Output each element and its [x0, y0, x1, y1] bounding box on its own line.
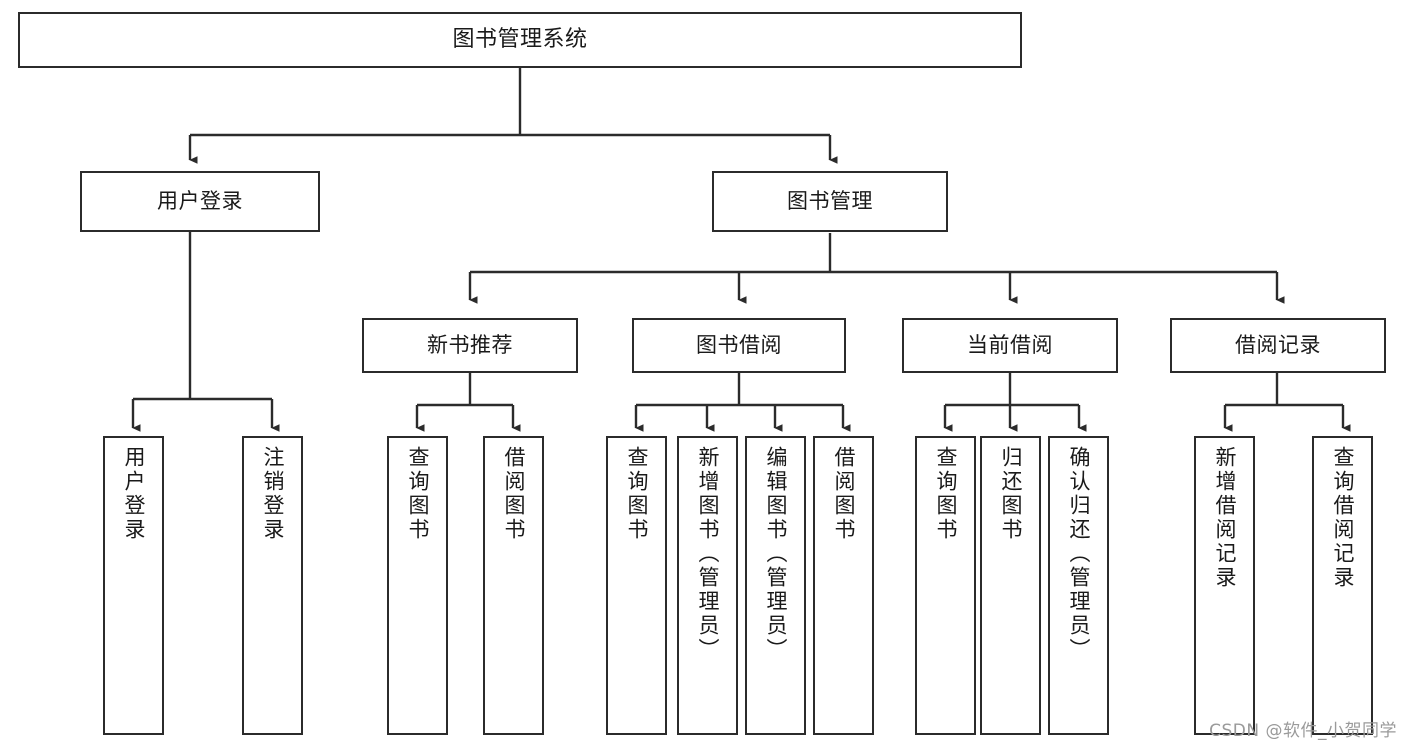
node-label: 查询借阅记录	[1331, 446, 1355, 590]
leaf-query-book-recommend[interactable]: 查询图书	[387, 436, 448, 735]
leaf-add-borrow-record[interactable]: 新增借阅记录	[1194, 436, 1255, 735]
node-label: 借阅图书	[832, 446, 856, 542]
node-label: 图书管理系统	[452, 26, 588, 52]
leaf-add-book-admin[interactable]: 新增图书（管理员）	[677, 436, 738, 735]
leaf-borrow-book-recommend[interactable]: 借阅图书	[483, 436, 544, 735]
node-book-borrow[interactable]: 图书借阅	[632, 318, 846, 373]
node-root-system[interactable]: 图书管理系统	[18, 12, 1022, 68]
node-label: 当前借阅	[967, 332, 1053, 357]
leaf-edit-book-admin[interactable]: 编辑图书（管理员）	[745, 436, 806, 735]
node-user-login[interactable]: 用户登录	[80, 171, 320, 232]
node-label: 查询图书	[934, 446, 958, 542]
node-label: 查询图书	[406, 446, 430, 542]
node-label: 归还图书	[999, 446, 1023, 542]
node-new-book-recommend[interactable]: 新书推荐	[362, 318, 578, 373]
leaf-confirm-return-admin[interactable]: 确认归还（管理员）	[1048, 436, 1109, 735]
node-label: 用户登录	[157, 188, 243, 213]
leaf-query-book-borrow[interactable]: 查询图书	[606, 436, 667, 735]
node-label: 编辑图书（管理员）	[764, 446, 788, 662]
leaf-return-book[interactable]: 归还图书	[980, 436, 1041, 735]
leaf-borrow-book-borrow[interactable]: 借阅图书	[813, 436, 874, 735]
node-current-borrow[interactable]: 当前借阅	[902, 318, 1118, 373]
leaf-user-login[interactable]: 用户登录	[103, 436, 164, 735]
node-label: 新增借阅记录	[1213, 446, 1237, 590]
node-label: 借阅记录	[1235, 332, 1321, 357]
node-label: 新增图书（管理员）	[696, 446, 720, 662]
leaf-query-book-current[interactable]: 查询图书	[915, 436, 976, 735]
node-label: 借阅图书	[502, 446, 526, 542]
node-label: 图书借阅	[696, 332, 782, 357]
node-label: 新书推荐	[427, 332, 513, 357]
node-book-management[interactable]: 图书管理	[712, 171, 948, 232]
node-label: 注销登录	[261, 446, 285, 542]
node-borrow-record[interactable]: 借阅记录	[1170, 318, 1386, 373]
node-label: 查询图书	[625, 446, 649, 542]
node-label: 确认归还（管理员）	[1067, 446, 1091, 662]
leaf-query-borrow-record[interactable]: 查询借阅记录	[1312, 436, 1373, 735]
node-label: 图书管理	[787, 188, 873, 213]
leaf-logout[interactable]: 注销登录	[242, 436, 303, 735]
node-label: 用户登录	[122, 446, 146, 542]
